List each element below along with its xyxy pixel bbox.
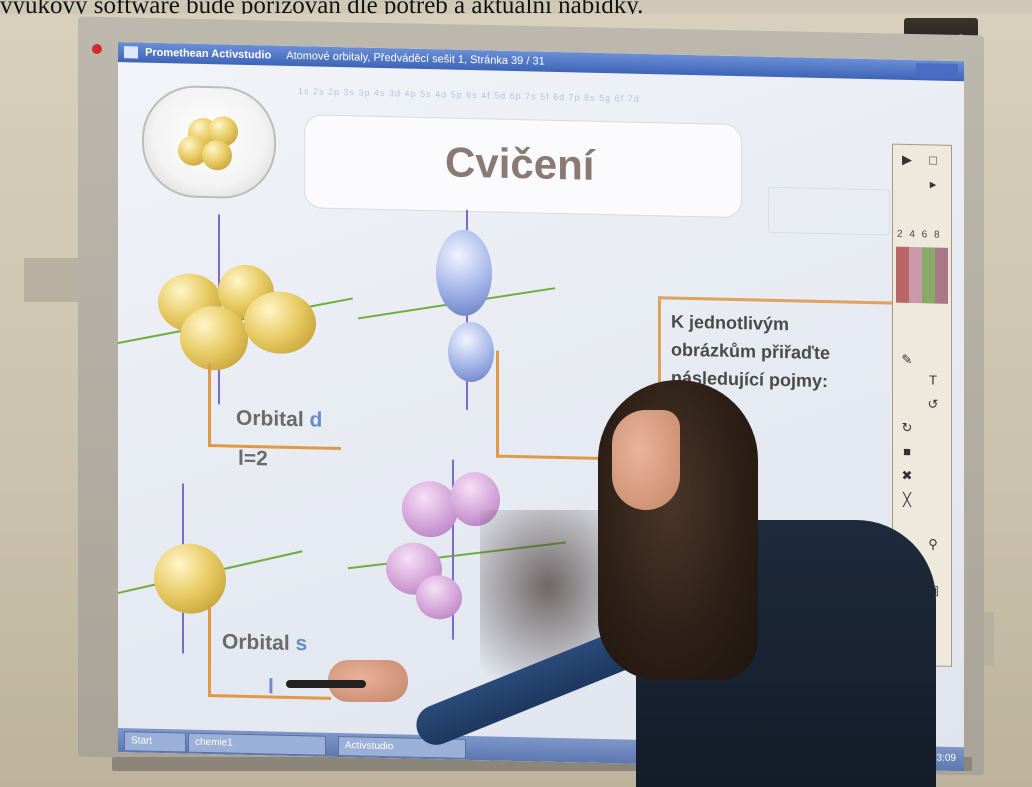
app-icon [124,46,138,59]
start-button[interactable]: Start [124,731,186,753]
orbital-word: Orbital [236,406,304,432]
pen-icon[interactable]: ✎ [901,351,913,368]
board-bracket-left [24,258,82,302]
orbital-word: Orbital [222,630,290,655]
taskbar-item-chemie[interactable]: chemie1 [188,732,326,756]
pink-orbital-lobe [416,574,462,620]
pink-orbital-lobe [402,480,458,538]
p-bracket [496,350,615,461]
magnifier-icon[interactable]: ⚲ [928,536,938,552]
d-orbital-label: Orbital d [236,407,322,433]
page-icon[interactable]: □ [929,152,937,168]
window-controls[interactable] [916,63,958,79]
l-partial-label: l [268,675,274,699]
heading-box: Cvičení [304,114,742,219]
pointer-icon[interactable]: ▶ [902,151,912,168]
task-line-2: obrázkům přiřaďte [671,339,830,364]
d-letter: d [309,408,323,432]
ruler-icon[interactable]: ╳ [903,491,911,507]
s-orbital-label: Orbital s [222,630,307,656]
page-caption: výukový software bude pořizován dle potř… [0,0,644,18]
orbital-series-strip: 1s 2s 2p 3s 3p 4s 3d 4p 5s 4d 5p 6s 4f 5… [298,86,640,104]
d-orbital-lobe [180,305,248,371]
p-orbital-upper-lobe [436,229,492,317]
pen-width-numbers[interactable]: 2 4 6 8 [897,228,942,241]
person-face [612,410,680,510]
s-letter: s [295,632,308,656]
power-indicator [92,44,102,54]
faint-panel [768,186,890,236]
color-palette[interactable] [896,246,948,304]
slide-heading: Cvičení [445,138,595,189]
forward-icon[interactable]: ▸ [929,176,937,192]
app-title: Promethean Activstudio [145,46,272,62]
tools-icon[interactable]: ✖ [901,467,913,484]
task-line-1: K jednotlivým [671,311,790,335]
undo-icon[interactable]: ↺ [927,396,939,412]
redo-icon[interactable]: ↻ [901,419,913,436]
stylus-pen [286,680,366,688]
d-orbital-lobe [244,290,316,355]
p-orbital-lower-lobe [448,321,494,383]
orbital-thumbnail[interactable] [142,84,276,200]
l2-label: l=2 [238,446,268,471]
shape-icon[interactable]: ■ [903,443,911,459]
document-title: Atomové orbitaly, Předváděcí sešit 1, St… [286,49,545,68]
text-icon[interactable]: T [929,372,937,388]
